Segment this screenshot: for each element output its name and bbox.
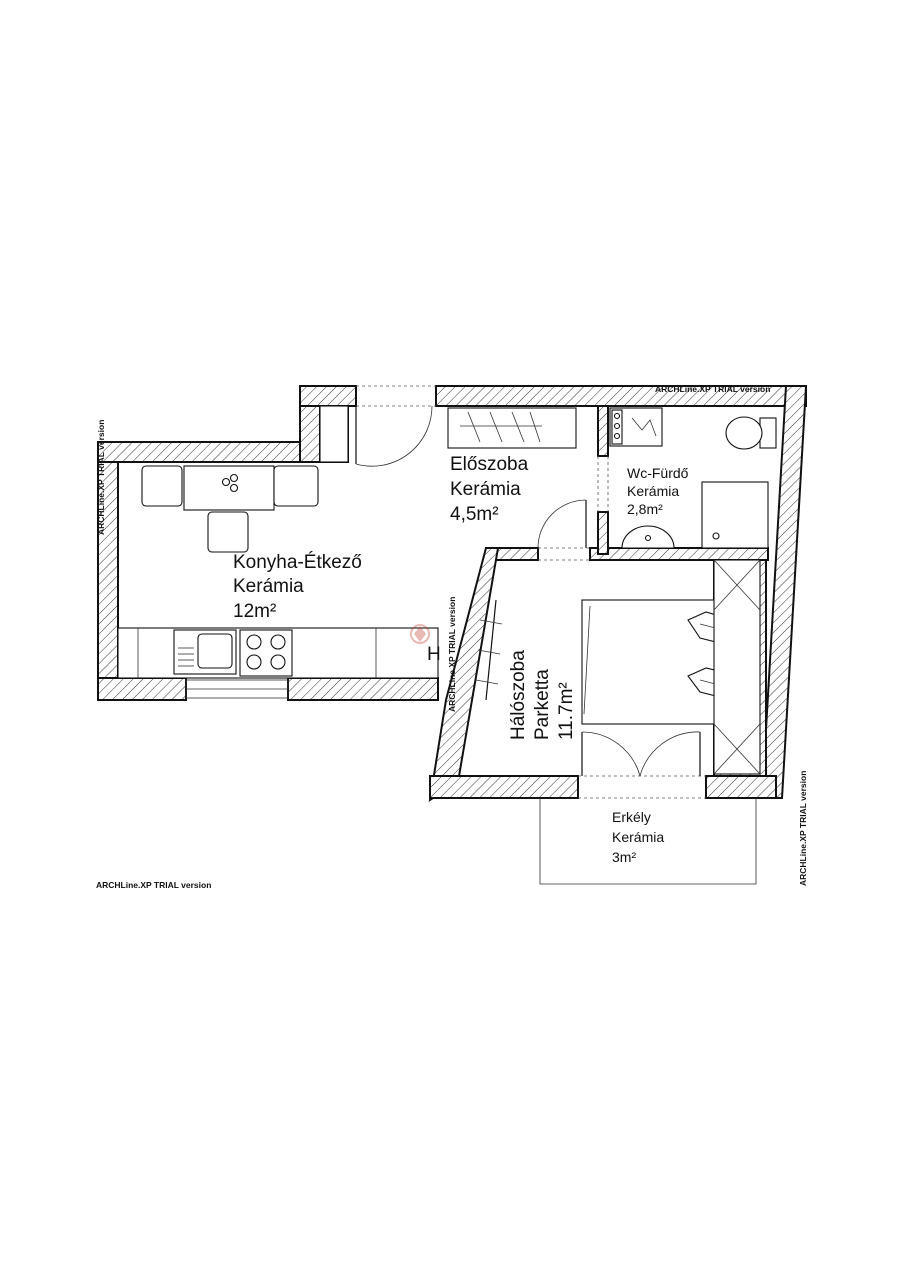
room-label-eloszoba: Előszoba Kerámia 4,5m²	[450, 454, 529, 525]
chair-bottom	[207, 511, 249, 553]
room-floor: Kerámia	[612, 829, 664, 845]
wardrobe	[447, 407, 577, 449]
room-floor: Kerámia	[233, 576, 304, 597]
wall-kitchen-top	[97, 441, 321, 463]
bathroom-furniture	[609, 407, 777, 549]
watermark-left-vertical: ARCHLine.XP TRIAL version	[96, 420, 106, 535]
wall-bedroom-bottom-right	[705, 775, 777, 799]
room-label-erkely: Erkély Kerámia 3m²	[612, 809, 664, 865]
room-floor: Parketta	[532, 669, 553, 740]
clothes-rack	[485, 599, 497, 701]
wall-bedroom-bottom-left	[429, 775, 579, 799]
wall-right-outer	[760, 385, 808, 799]
entrance-door-swing	[355, 405, 433, 467]
wall-bathroom-left	[597, 405, 609, 457]
room-label-haloszoba: Hálószoba Parketta 11.7m²	[508, 650, 577, 740]
room-area: 11.7m²	[556, 682, 577, 740]
room-area: 2,8m²	[627, 501, 663, 517]
kitchen-cabinet	[319, 405, 349, 463]
room-label-konyha: Konyha-Étkező Kerámia 12m²	[233, 552, 362, 622]
watermark-right-vertical: ARCHLine.XP TRIAL version	[798, 771, 808, 886]
room-floor: Kerámia	[627, 483, 679, 499]
wall-bathroom-left-lower	[597, 511, 609, 555]
room-label-wc: Wc-Fürdő Kerámia 2,8m²	[627, 465, 689, 517]
room-name: Hálószoba	[508, 650, 529, 740]
wall-step-top	[299, 385, 357, 407]
wall-bedroom-left	[428, 547, 500, 803]
logo-watermark-icon	[410, 624, 430, 644]
hallway-furniture	[447, 407, 577, 449]
watermark-top-right: ARCHLine.XP TRIAL version	[655, 384, 770, 394]
room-floor: Kerámia	[450, 479, 521, 500]
wall-kitchen-bottom-right	[287, 677, 439, 701]
shower-tray	[701, 481, 769, 549]
doors	[185, 385, 706, 799]
chair-right	[273, 465, 319, 507]
room-area: 3m²	[612, 849, 636, 865]
bedroom-cabinet	[713, 559, 761, 775]
room-name: Erkély	[612, 809, 651, 825]
room-area: 4,5m²	[450, 504, 499, 525]
dining-table	[183, 465, 275, 511]
room-name: Konyha-Étkező	[233, 552, 362, 573]
bedroom-door-swing	[537, 499, 587, 549]
wall-kitchen-bottom-left	[97, 677, 187, 701]
balcony	[539, 798, 757, 885]
heater-symbol: H	[427, 644, 441, 665]
bedroom-furniture	[475, 559, 761, 775]
wall-bedroom-top	[589, 547, 769, 561]
watermark-bottom-left: ARCHLine.XP TRIAL version	[96, 880, 211, 890]
room-area: 12m²	[233, 601, 276, 622]
room-name: Wc-Fürdő	[627, 465, 689, 481]
chair-left	[141, 465, 183, 507]
toilet-bowl	[725, 416, 763, 450]
watermark-center-vertical: ARCHLine.XP TRIAL version	[447, 597, 457, 712]
balcony-outline	[539, 798, 757, 885]
kitchen-furniture	[117, 405, 439, 679]
room-name: Előszoba	[450, 454, 529, 475]
kitchen-stove	[239, 629, 293, 677]
